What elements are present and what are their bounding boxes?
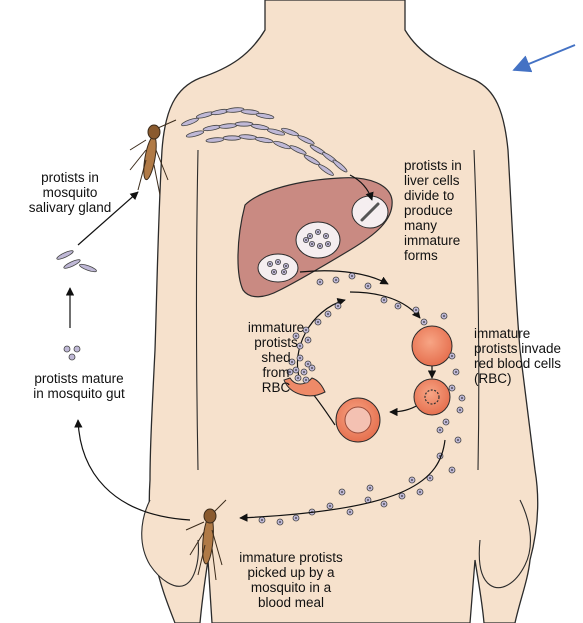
merozoite-nucleus bbox=[401, 495, 403, 497]
merozoite-nucleus bbox=[439, 429, 441, 431]
liver-cell-3 bbox=[258, 254, 298, 282]
merozoite-nucleus bbox=[457, 439, 459, 441]
gut-parasites bbox=[64, 346, 80, 360]
merozoite-nucleus bbox=[325, 235, 327, 237]
merozoite-nucleus bbox=[369, 487, 371, 489]
label-line: forms bbox=[404, 248, 462, 263]
label-line: protists in bbox=[20, 170, 120, 185]
label-line: many bbox=[404, 218, 462, 233]
merozoite-nucleus bbox=[273, 271, 275, 273]
merozoite-nucleus bbox=[335, 279, 337, 281]
merozoite-nucleus bbox=[451, 387, 453, 389]
merozoite-nucleus bbox=[329, 505, 331, 507]
merozoite-nucleus bbox=[295, 517, 297, 519]
merozoite-nucleus bbox=[311, 243, 313, 245]
label-line: shed bbox=[236, 350, 316, 365]
merozoite-nucleus bbox=[367, 499, 369, 501]
merozoite-nucleus bbox=[451, 355, 453, 357]
merozoite-nucleus bbox=[351, 275, 353, 277]
merozoite-nucleus bbox=[327, 243, 329, 245]
merozoite-nucleus bbox=[341, 491, 343, 493]
merozoite-nucleus bbox=[279, 521, 281, 523]
merozoite-nucleus bbox=[305, 239, 307, 241]
merozoite-nucleus bbox=[309, 235, 311, 237]
label-mosquito-gut: protists mature in mosquito gut bbox=[14, 371, 144, 401]
rbc-ring-stage bbox=[414, 379, 450, 415]
label-invade-rbc: immature protists invade red blood cells… bbox=[474, 326, 561, 386]
label-line: salivary gland bbox=[20, 200, 120, 215]
label-line: immature bbox=[404, 233, 462, 248]
label-line: immature protists bbox=[228, 550, 354, 565]
label-line: from bbox=[236, 365, 316, 380]
label-line: mosquito bbox=[20, 185, 120, 200]
merozoite-nucleus bbox=[285, 265, 287, 267]
merozoite-nucleus bbox=[283, 271, 285, 273]
rbc-schizont-inner bbox=[345, 407, 371, 433]
sporozoite bbox=[235, 122, 253, 126]
merozoite-nucleus bbox=[337, 305, 339, 307]
merozoite-nucleus bbox=[269, 263, 271, 265]
merozoite-nucleus bbox=[419, 491, 421, 493]
merozoite-nucleus bbox=[277, 261, 279, 263]
label-line: immature bbox=[474, 326, 561, 341]
label-line: protists invade bbox=[474, 341, 561, 356]
label-line: protists in bbox=[404, 158, 462, 173]
label-line: protists bbox=[236, 335, 316, 350]
label-salivary-gland: protists in mosquito salivary gland bbox=[20, 170, 120, 215]
merozoite-nucleus bbox=[455, 371, 457, 373]
pointer-arrow bbox=[514, 45, 575, 70]
merozoite-nucleus bbox=[349, 511, 351, 513]
label-line: picked up by a bbox=[228, 565, 354, 580]
sporozoite bbox=[223, 136, 241, 140]
gland-sporozoites bbox=[56, 249, 97, 273]
label-line: in mosquito gut bbox=[14, 386, 144, 401]
label-line: divide to bbox=[404, 188, 462, 203]
label-line: mosquito in a bbox=[228, 580, 354, 595]
merozoite-nucleus bbox=[451, 469, 453, 471]
merozoite-nucleus bbox=[317, 231, 319, 233]
merozoite-nucleus bbox=[317, 321, 319, 323]
merozoite-nucleus bbox=[383, 503, 385, 505]
label-line: (RBC) bbox=[474, 371, 561, 386]
label-line: blood meal bbox=[228, 595, 354, 610]
merozoite-nucleus bbox=[415, 309, 417, 311]
merozoite-nucleus bbox=[429, 477, 431, 479]
rbc-healthy bbox=[412, 326, 452, 366]
merozoite-nucleus bbox=[443, 315, 445, 317]
label-liver: protists in liver cells divide to produc… bbox=[404, 158, 462, 263]
label-line: protists mature bbox=[14, 371, 144, 386]
merozoite-nucleus bbox=[411, 479, 413, 481]
merozoite-nucleus bbox=[445, 421, 447, 423]
merozoite-nucleus bbox=[397, 305, 399, 307]
label-line: produce bbox=[404, 203, 462, 218]
liver-cell-2 bbox=[296, 222, 340, 258]
merozoite-nucleus bbox=[383, 299, 385, 301]
label-line: red blood cells bbox=[474, 356, 561, 371]
label-line: RBC bbox=[236, 380, 316, 395]
merozoite-nucleus bbox=[319, 281, 321, 283]
merozoite-nucleus bbox=[319, 245, 321, 247]
label-line: immature bbox=[236, 320, 316, 335]
merozoite-nucleus bbox=[261, 519, 263, 521]
label-line: liver cells bbox=[404, 173, 462, 188]
merozoite-nucleus bbox=[459, 409, 461, 411]
merozoite-nucleus bbox=[327, 313, 329, 315]
label-blood-meal: immature protists picked up by a mosquit… bbox=[228, 550, 354, 610]
merozoite-nucleus bbox=[423, 321, 425, 323]
label-shed-from-rbc: immature protists shed from RBC bbox=[236, 320, 316, 395]
merozoite-nucleus bbox=[367, 285, 369, 287]
merozoite-nucleus bbox=[461, 397, 463, 399]
